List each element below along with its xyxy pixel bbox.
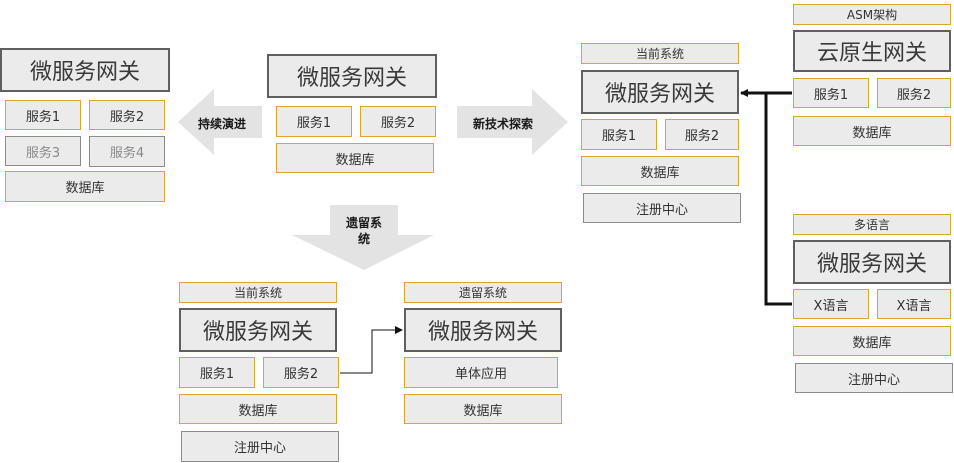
- right-current-gateway: 微服务网关: [581, 70, 739, 114]
- right-current-service2: 服务2: [665, 119, 739, 150]
- right-current-registry: 注册中心: [583, 193, 741, 223]
- top-center-service1: 服务1: [276, 106, 352, 137]
- left-service1: 服务1: [5, 100, 81, 130]
- right-current-service1: 服务1: [581, 119, 657, 150]
- multilang-title: 多语言: [793, 214, 951, 235]
- left-database: 数据库: [5, 171, 165, 202]
- bottom-current-gateway: 微服务网关: [179, 308, 337, 352]
- bottom-legacy-title: 遗留系统: [404, 282, 562, 303]
- multilang-registry: 注册中心: [795, 363, 953, 393]
- left-service4: 服务4: [89, 136, 165, 167]
- bottom-current-service2: 服务2: [263, 357, 339, 388]
- bottom-legacy-monolith: 单体应用: [404, 357, 558, 388]
- asm-service1: 服务1: [793, 78, 869, 108]
- bottom-connector-line: [340, 326, 403, 374]
- legacy-arrow-shape: [292, 205, 434, 270]
- left-gateway: 微服务网关: [0, 48, 170, 92]
- right-current-database: 数据库: [581, 156, 739, 186]
- bottom-legacy-database: 数据库: [404, 394, 562, 424]
- asm-database: 数据库: [793, 116, 951, 146]
- bottom-legacy-gateway: 微服务网关: [404, 308, 562, 352]
- multilang-gateway: 微服务网关: [793, 240, 951, 284]
- bottom-current-database: 数据库: [179, 394, 337, 424]
- explore-label: 新技术探索: [472, 117, 533, 131]
- legacy-label-line2: 统: [357, 232, 370, 246]
- asm-title: ASM架构: [793, 4, 951, 25]
- multilang-database: 数据库: [793, 326, 951, 356]
- top-center-database: 数据库: [276, 143, 434, 173]
- left-service3: 服务3: [5, 136, 81, 166]
- asm-gateway: 云原生网关: [793, 30, 951, 72]
- bottom-current-title: 当前系统: [179, 282, 337, 303]
- multilang-service2: X语言: [877, 289, 951, 319]
- multilang-connector-line: [764, 93, 792, 306]
- evolve-arrow-shape: [178, 89, 262, 155]
- evolve-label: 持续演进: [197, 117, 246, 131]
- bottom-current-service1: 服务1: [179, 357, 255, 388]
- bottom-current-registry: 注册中心: [181, 431, 339, 462]
- top-center-gateway: 微服务网关: [267, 54, 437, 98]
- explore-arrow-shape: [457, 89, 568, 155]
- legacy-label-line1: 遗留系: [345, 216, 382, 230]
- top-center-service2: 服务2: [360, 106, 436, 137]
- right-current-title: 当前系统: [581, 43, 739, 64]
- left-service2: 服务2: [89, 100, 165, 130]
- asm-service2: 服务2: [877, 78, 951, 108]
- multilang-service1: X语言: [793, 289, 869, 319]
